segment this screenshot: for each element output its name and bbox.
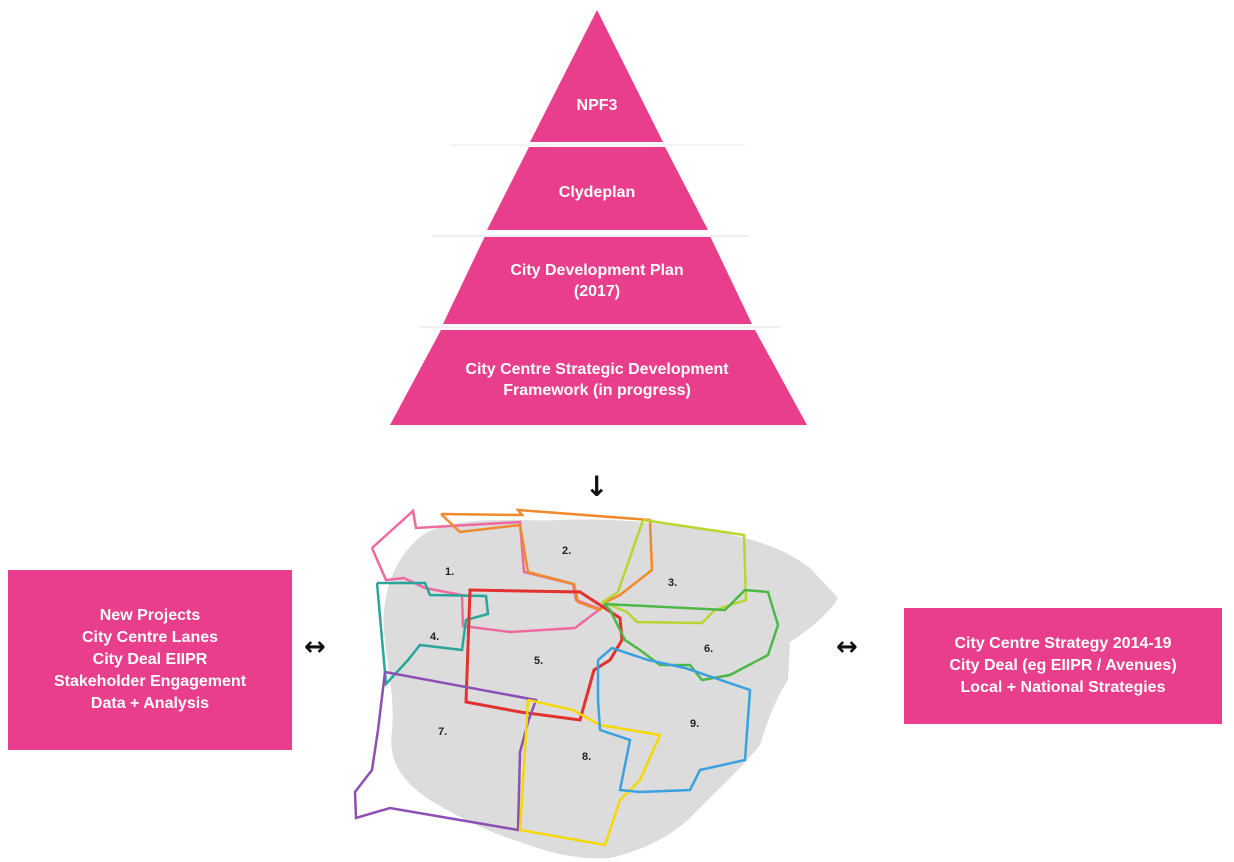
box-line: City Deal (eg EIIPR / Avenues): [949, 657, 1177, 674]
tier-label: (2017): [574, 283, 620, 300]
zone-number: 4.: [430, 631, 439, 643]
box-line: Local + National Strategies: [960, 679, 1166, 696]
left-inputs-box: New Projects City Centre Lanes City Deal…: [8, 570, 292, 750]
box-line: New Projects: [99, 607, 201, 624]
tier-label: Clydeplan: [559, 184, 635, 201]
zone-number: 2.: [562, 545, 571, 557]
zone-number: 5.: [534, 655, 543, 667]
pyramid-tier-3: [443, 236, 752, 324]
zone-number: 8.: [582, 751, 591, 763]
pyramid-tier-1: [530, 10, 663, 142]
district-outline-icon: [600, 518, 748, 625]
planning-hierarchy-pyramid: NPF3 Clydeplan City Development Plan (20…: [390, 10, 807, 425]
down-arrow-icon: ↓: [585, 470, 609, 503]
city-centre-map: 1. 2. 3. 4. 5. 6. 7. 8. 9.: [353, 508, 838, 859]
box-line: City Centre Strategy 2014-19: [954, 635, 1172, 652]
box-line: Stakeholder Engagement: [53, 673, 247, 690]
right-inputs-box: City Centre Strategy 2014-19 City Deal (…: [904, 608, 1222, 724]
box-line: City Deal EIIPR: [92, 651, 208, 668]
district-outline-icon: [353, 670, 538, 832]
tier-label: City Centre Strategic Development: [465, 361, 729, 378]
pyramid-tier-2: [487, 147, 708, 230]
tier-label: City Development Plan: [510, 262, 683, 279]
zone-number: 1.: [445, 566, 454, 578]
double-arrow-icon: ↔: [304, 632, 326, 662]
zone-number: 7.: [438, 726, 447, 738]
district-outline-icon: [464, 588, 624, 722]
pyramid-tier-4: [390, 330, 807, 425]
city-centre-base-map: [383, 519, 838, 859]
tier-label: Framework (in progress): [503, 382, 691, 399]
zone-number: 3.: [668, 577, 677, 589]
box-line: Data + Analysis: [90, 695, 210, 712]
district-outline-icon: [596, 646, 752, 794]
district-outline-icon: [518, 698, 662, 847]
box-line: City Centre Lanes: [81, 629, 219, 646]
zone-number: 9.: [690, 718, 699, 730]
district-outline-icon: [375, 581, 490, 687]
double-arrow-icon: ↔: [836, 632, 858, 662]
tier-label: NPF3: [577, 97, 618, 114]
zone-number: 6.: [704, 643, 713, 655]
